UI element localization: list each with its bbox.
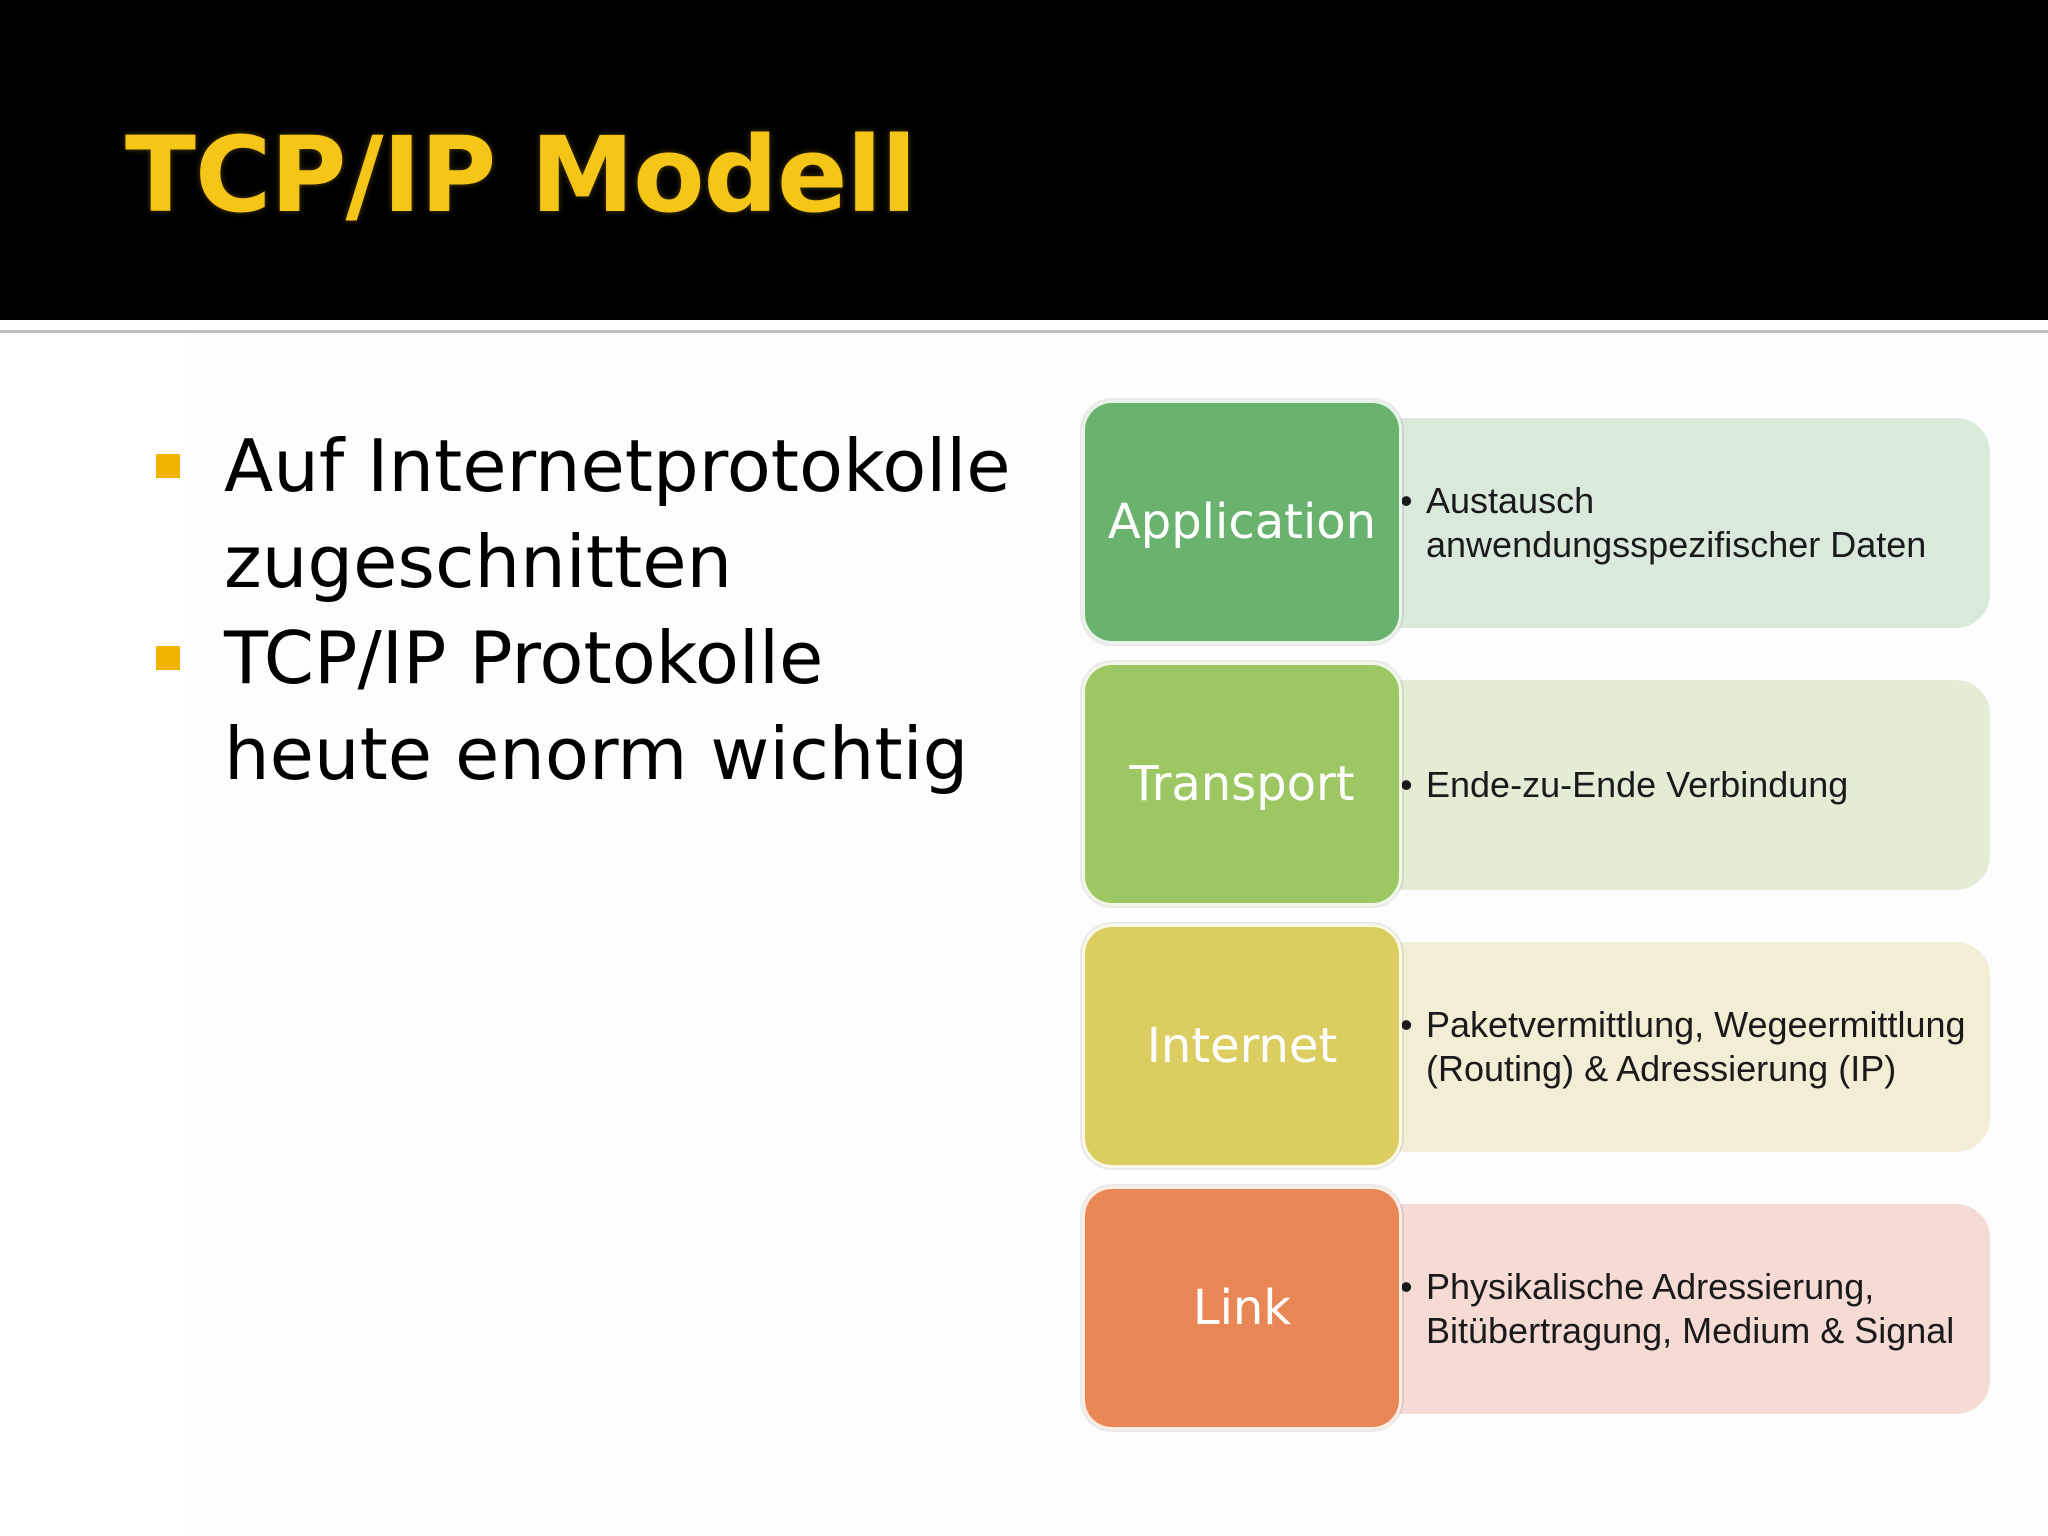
square-bullet-icon bbox=[156, 454, 180, 478]
layer-name-box: Link bbox=[1082, 1186, 1402, 1430]
layer-name-box: Application bbox=[1082, 400, 1402, 644]
layer-description-box: Ende-zu-Ende Verbindung bbox=[1372, 680, 1990, 890]
tcp-ip-layer-diagram: Austausch anwendungsspezifischer Daten A… bbox=[1082, 400, 1990, 1430]
layer-application: Austausch anwendungsspezifischer Daten A… bbox=[1082, 400, 1990, 644]
layer-description-box: Physikalische Adressierung, Bitübertragu… bbox=[1372, 1204, 1990, 1414]
bullet-text: Auf Internetprotokolle zugeschnitten bbox=[224, 424, 1011, 604]
bullet-list: Auf Internetprotokolle zugeschnitten TCP… bbox=[150, 418, 1030, 802]
layer-description: Austausch anwendungsspezifischer Daten bbox=[1400, 479, 1970, 567]
bullet-item: Auf Internetprotokolle zugeschnitten bbox=[150, 418, 1030, 610]
title-divider bbox=[0, 330, 2048, 333]
layer-description-box: Paketvermittlung, Wegeermittlung (Routin… bbox=[1372, 942, 1990, 1152]
layer-description-box: Austausch anwendungsspezifischer Daten bbox=[1372, 418, 1990, 628]
layer-name: Internet bbox=[1146, 1018, 1338, 1074]
layer-internet: Paketvermittlung, Wegeermittlung (Routin… bbox=[1082, 924, 1990, 1168]
layer-description: Paketvermittlung, Wegeermittlung (Routin… bbox=[1400, 1003, 1970, 1091]
square-bullet-icon bbox=[156, 646, 180, 670]
layer-name-box: Transport bbox=[1082, 662, 1402, 906]
layer-link: Physikalische Adressierung, Bitübertragu… bbox=[1082, 1186, 1990, 1430]
layer-name-box: Internet bbox=[1082, 924, 1402, 1168]
layer-name: Transport bbox=[1129, 756, 1355, 812]
layer-description: Physikalische Adressierung, Bitübertragu… bbox=[1400, 1265, 1970, 1353]
bullet-text: TCP/IP Protokolle heute enorm wichtig bbox=[224, 616, 969, 796]
layer-transport: Ende-zu-Ende Verbindung Transport bbox=[1082, 662, 1990, 906]
bullet-item: TCP/IP Protokolle heute enorm wichtig bbox=[150, 610, 1030, 802]
layer-name: Application bbox=[1107, 494, 1377, 550]
layer-description: Ende-zu-Ende Verbindung bbox=[1400, 763, 1970, 807]
layer-name: Link bbox=[1192, 1280, 1292, 1336]
title-bar: TCP/IP Modell bbox=[0, 0, 2048, 320]
slide-title: TCP/IP Modell bbox=[125, 114, 917, 236]
